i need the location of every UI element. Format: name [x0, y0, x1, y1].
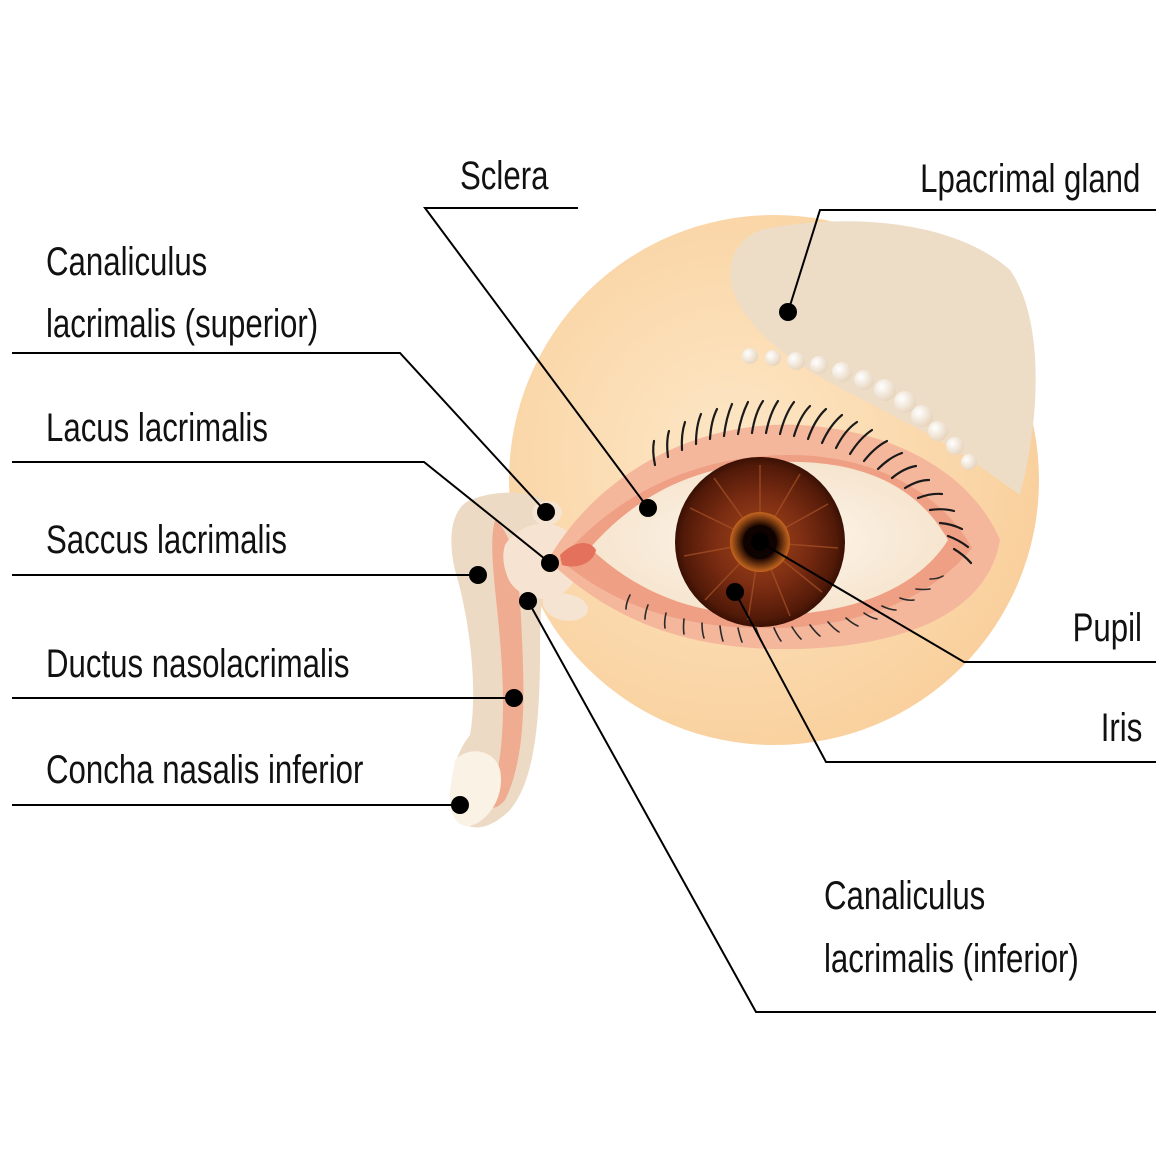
label-lacrimal-gland: Lpacrimal gland — [919, 157, 1140, 201]
leader-sclera — [423, 207, 649, 509]
label-concha: Concha nasalis inferior — [46, 748, 364, 792]
upper-eyelashes — [652, 399, 973, 565]
label-canaliculus-superior-line1: Canaliculus — [46, 240, 208, 284]
label-ductus: Ductus nasolacrimalis — [46, 642, 350, 686]
dot-concha — [451, 796, 469, 814]
dot-saccus — [469, 566, 487, 584]
label-pupil: Pupil — [1072, 606, 1142, 650]
lower-eyelashes — [625, 575, 944, 643]
label-saccus: Saccus lacrimalis — [46, 518, 287, 562]
lower-canaliculus — [542, 593, 588, 621]
duct-inner — [488, 520, 524, 808]
lacrimal-gland — [730, 221, 1036, 495]
dot-lacrimal-gland — [779, 303, 797, 321]
label-canaliculus-superior-line2: lacrimalis (superior) — [46, 302, 319, 346]
dot-lacus — [541, 554, 559, 572]
dot-canaliculus-superior — [537, 503, 555, 521]
label-lacus: Lacus lacrimalis — [46, 406, 268, 450]
dot-sclera — [639, 499, 657, 517]
dot-iris — [726, 583, 744, 601]
leader-lacrimal-gland — [787, 209, 1156, 313]
dot-pupil — [751, 533, 769, 551]
leader-iris — [734, 591, 1156, 763]
leader-lines — [12, 207, 1156, 1013]
leader-canaliculus-inferior — [527, 600, 1156, 1013]
label-canaliculus-inferior-line2: lacrimalis (inferior) — [824, 937, 1079, 981]
label-canaliculus-inferior-line1: Canaliculus — [824, 874, 986, 918]
dot-ductus — [505, 689, 523, 707]
leader-lacus — [12, 461, 551, 564]
dot-canaliculus-inferior — [519, 592, 537, 610]
gland-ducts — [742, 348, 977, 470]
leader-pupil — [759, 541, 1156, 663]
leader-dots — [451, 303, 797, 814]
leader-canaliculus-superior — [12, 352, 547, 513]
label-iris: Iris — [1100, 706, 1142, 750]
caruncle — [560, 543, 596, 567]
label-sclera: Sclera — [460, 154, 549, 198]
